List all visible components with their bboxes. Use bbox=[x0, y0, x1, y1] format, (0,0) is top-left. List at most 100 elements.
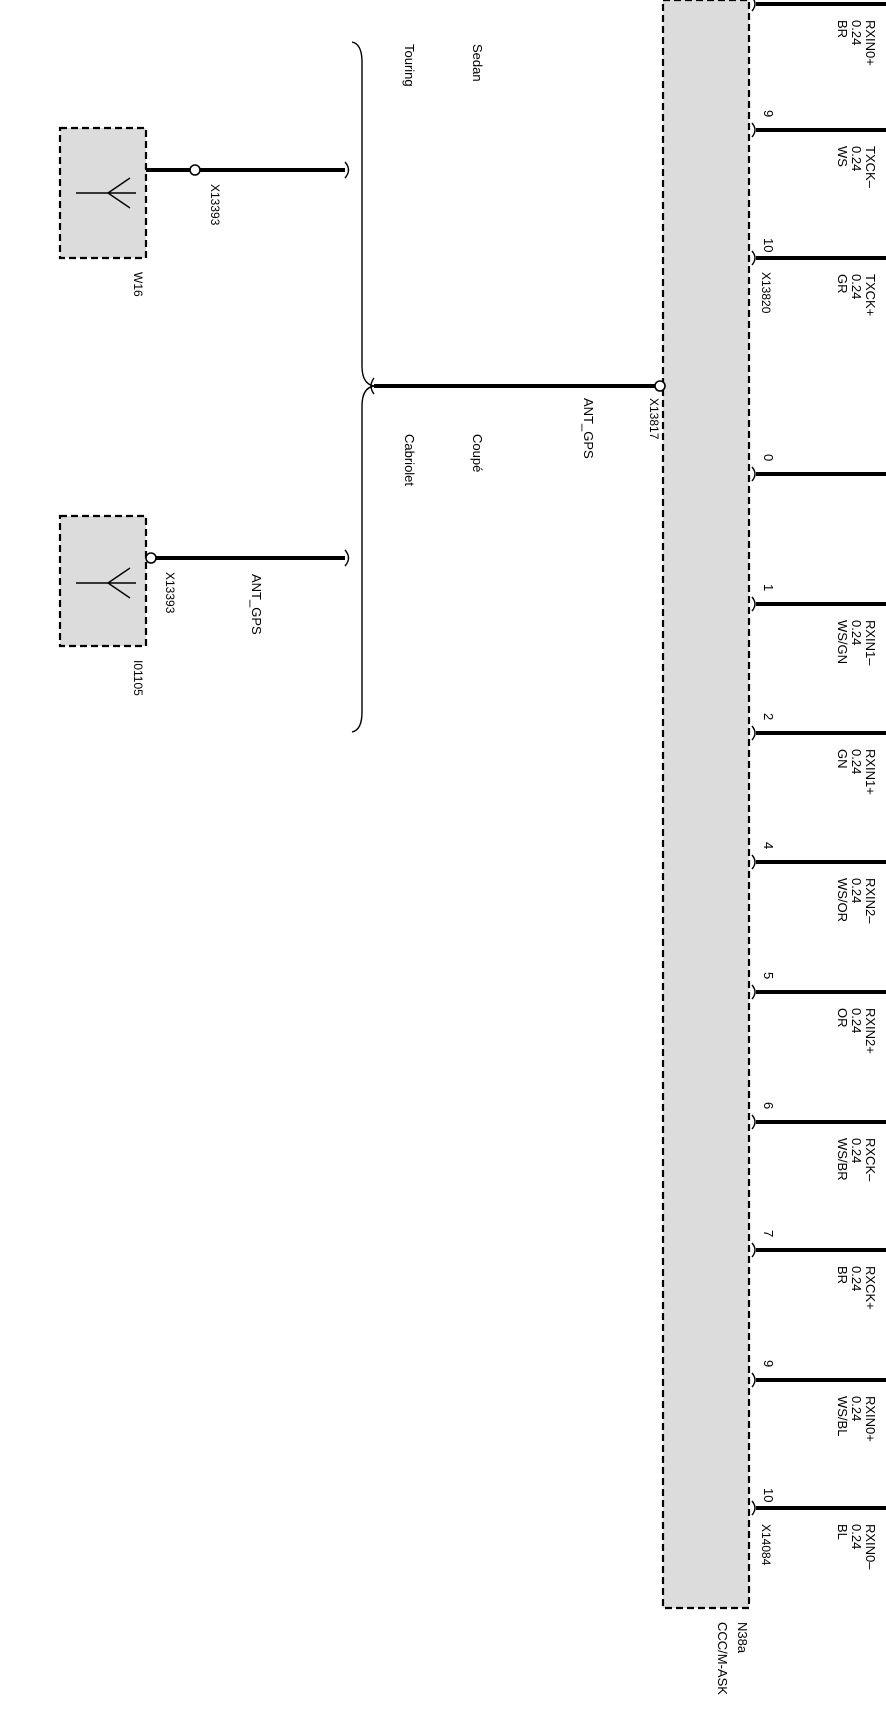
wire-gauge-label: 0.24 bbox=[849, 146, 864, 171]
antenna-box-i01105 bbox=[58, 514, 148, 648]
wire-color-label: BL bbox=[835, 1524, 850, 1540]
main-gps-wire bbox=[370, 377, 656, 395]
wire-color-label: OR bbox=[835, 1008, 850, 1028]
svg-text:X14084: X14084 bbox=[759, 1524, 773, 1566]
svg-text:ANT_GPS: ANT_GPS bbox=[249, 574, 264, 635]
antenna-w16-connector-point bbox=[189, 164, 201, 176]
variant-label-touring: Touring bbox=[402, 44, 417, 87]
pin-terminal bbox=[751, 1242, 756, 1258]
pin-number: 9 bbox=[761, 1360, 776, 1367]
wire-gauge-label: 0.24 bbox=[849, 20, 864, 45]
pin-connection: 0 bbox=[751, 454, 886, 482]
antenna-w16-wire bbox=[146, 161, 350, 179]
svg-text:Touring: Touring bbox=[402, 44, 417, 87]
wire-gauge-label: 0.24 bbox=[849, 1008, 864, 1033]
pin-terminal bbox=[751, 1114, 756, 1130]
pin-terminal bbox=[751, 250, 756, 266]
antenna-icon bbox=[76, 177, 136, 209]
antenna-i01105-connector-label: X13393 bbox=[163, 572, 177, 614]
variant-label-coupe: Coupé bbox=[470, 434, 485, 472]
antenna-w16-id-label: W16 bbox=[131, 272, 145, 297]
wire-signal-label: RXIN2+ bbox=[863, 1008, 878, 1054]
svg-text:ANT_GPS: ANT_GPS bbox=[581, 398, 596, 459]
svg-text:Cabriolet: Cabriolet bbox=[402, 434, 417, 486]
pin-terminal bbox=[751, 122, 756, 138]
wire-color-label: WS/BR bbox=[835, 1138, 850, 1181]
main-wire-connector-label: X13817 bbox=[647, 398, 661, 440]
pin-terminal bbox=[751, 1372, 756, 1388]
wire-gauge-label: 0.24 bbox=[849, 878, 864, 903]
svg-text:W16: W16 bbox=[131, 272, 145, 297]
wire-signal-label: TXCK– bbox=[863, 146, 878, 189]
main-wire-signal-label: ANT_GPS bbox=[581, 398, 596, 459]
wire-color-label: WS bbox=[835, 146, 850, 167]
wire-signal-label: RXCK+ bbox=[863, 1266, 878, 1310]
pin-number: 10 bbox=[761, 1488, 776, 1502]
wire-color-label: GN bbox=[835, 749, 850, 769]
pin-number: 7 bbox=[761, 1230, 776, 1237]
pin-terminal bbox=[751, 596, 756, 612]
wire-gauge-label: 0.24 bbox=[849, 1138, 864, 1163]
wire-signal-label: RXIN1+ bbox=[863, 749, 878, 795]
wire-signal-label: RXIN0+ bbox=[863, 20, 878, 66]
antenna-i01105-wire bbox=[156, 549, 350, 567]
svg-text:X13820: X13820 bbox=[759, 272, 773, 314]
antenna-i01105-connector-point bbox=[145, 552, 157, 564]
wire-color-label: BR bbox=[835, 20, 850, 38]
wire-signal-label: TXCK+ bbox=[863, 274, 878, 316]
pin-connections: RXIN0+0.24BR9TXCK–0.24WS10TXCK+0.24GR01R… bbox=[751, 0, 886, 1570]
antenna-i01105-signal-label: ANT_GPS bbox=[249, 574, 264, 635]
antenna-icon bbox=[76, 567, 136, 599]
main-wire-connector-point bbox=[654, 380, 666, 392]
svg-text:I01105: I01105 bbox=[131, 660, 145, 696]
variant-label-sedan: Sedan bbox=[470, 44, 485, 82]
pin-terminal bbox=[751, 1500, 756, 1516]
antenna-i01105-id-label: I01105 bbox=[131, 660, 145, 696]
wire-gauge-label: 0.24 bbox=[849, 1396, 864, 1421]
svg-text:Sedan: Sedan bbox=[470, 44, 485, 82]
svg-text:X13817: X13817 bbox=[647, 398, 661, 440]
wire-gauge-label: 0.24 bbox=[849, 274, 864, 299]
pin-number: 10 bbox=[761, 238, 776, 252]
svg-text:N38a: N38a bbox=[735, 1622, 750, 1654]
pin-terminal bbox=[751, 984, 756, 1000]
connector-bottom-label: X14084 bbox=[759, 1524, 773, 1566]
wire-color-label: BR bbox=[835, 1266, 850, 1284]
antenna-w16-connector-label: X13393 bbox=[208, 184, 222, 226]
pin-number: 9 bbox=[761, 110, 776, 117]
wire-gauge-label: 0.24 bbox=[849, 1266, 864, 1291]
svg-text:X13393: X13393 bbox=[163, 572, 177, 614]
wire-gauge-label: 0.24 bbox=[849, 749, 864, 774]
module-name-label: CCC/M-ASK bbox=[715, 1622, 730, 1695]
pin-number: 6 bbox=[761, 1102, 776, 1109]
wire-gauge-label: 0.24 bbox=[849, 620, 864, 645]
pin-number: 1 bbox=[761, 584, 776, 591]
wire-signal-label: RXIN0+ bbox=[863, 1396, 878, 1442]
wire-color-label: WS/GN bbox=[835, 620, 850, 664]
wire-color-label: GR bbox=[835, 274, 850, 294]
variant-label-cabriolet: Cabriolet bbox=[402, 434, 417, 486]
pin-terminal bbox=[751, 466, 756, 482]
variant-brace bbox=[351, 41, 375, 733]
wire-gauge-label: 0.24 bbox=[849, 1524, 864, 1549]
wire-color-label: WS/OR bbox=[835, 878, 850, 922]
wire-signal-label: RXIN2– bbox=[863, 878, 878, 924]
svg-text:Coupé: Coupé bbox=[470, 434, 485, 472]
svg-text:X13393: X13393 bbox=[208, 184, 222, 226]
module-id-label: N38a bbox=[735, 1622, 750, 1654]
wire-signal-label: RXCK– bbox=[863, 1138, 878, 1182]
pin-number: 0 bbox=[761, 454, 776, 461]
connector-top-label: X13820 bbox=[759, 272, 773, 314]
wire-color-label: WS/BL bbox=[835, 1396, 850, 1436]
